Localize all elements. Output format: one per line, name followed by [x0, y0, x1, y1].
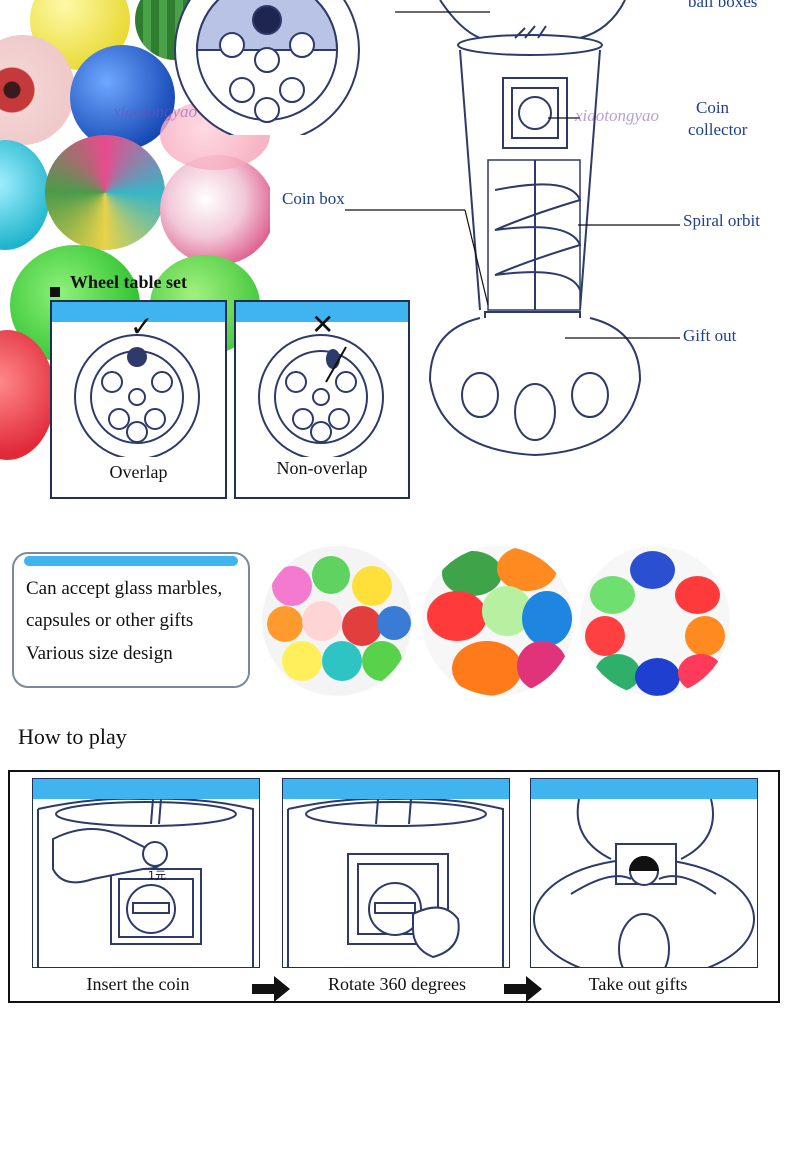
panel-header-bar — [531, 779, 757, 799]
gift-photo-toy-capsules — [580, 546, 730, 696]
check-mark-icon: ✓ — [130, 310, 154, 343]
wheel-overlap-icon — [74, 334, 200, 457]
non-overlap-caption: Non-overlap — [276, 458, 368, 478]
feature-line-1: Can accept glass marbles, — [26, 578, 223, 599]
step-take-out-gifts — [530, 778, 758, 968]
wheel-table-bullet — [50, 287, 60, 297]
label-coin-collector-2: collector — [688, 120, 748, 139]
arrow-right-icon — [252, 976, 290, 1002]
panel-header-bar — [52, 302, 225, 322]
gift-photo-balls — [262, 546, 412, 696]
panel-header-bar — [236, 302, 408, 322]
feature-line-2: capsules or other gifts — [26, 610, 194, 631]
panel-header-bar — [283, 779, 509, 799]
step-rotate-caption: Rotate 360 degrees — [328, 974, 466, 994]
arrow-right-icon — [504, 976, 542, 1002]
insert-coin-illustration — [37, 799, 254, 967]
label-coin-box: Coin box — [282, 189, 345, 208]
ball-marble-pink — [160, 155, 270, 265]
watermark: xiaotongyao — [575, 106, 660, 125]
wheel-diagram-top — [174, 0, 360, 135]
step-take-out-gifts-caption: Take out gifts — [588, 974, 688, 994]
ball-marble-multicolor — [45, 135, 165, 250]
label-ball-boxes: ball boxes — [688, 0, 758, 11]
panel-header-bar — [33, 779, 259, 799]
how-to-play-title: How to play — [18, 724, 127, 749]
wheel-table-title: Wheel table set — [70, 272, 187, 292]
feature-line-3: Various size design — [26, 643, 173, 664]
coin-label: 1元 — [148, 869, 166, 882]
wheel-option-non-overlap: ✕ Non-overlap — [234, 300, 410, 499]
ball-cyan — [0, 140, 50, 250]
wheel-non-overlap-icon — [258, 334, 384, 457]
rotate-illustration — [287, 799, 504, 967]
label-spiral-orbit: Spiral orbit — [683, 211, 760, 230]
label-gift-out: Gift out — [683, 326, 737, 345]
cross-mark-icon: ✕ — [311, 308, 335, 341]
leader-lines — [345, 11, 680, 339]
watermark: xiaotongyao — [113, 102, 198, 121]
overlap-caption: Overlap — [109, 462, 168, 482]
gift-photo-capsules — [422, 546, 574, 696]
how-to-play-frame — [8, 770, 780, 1003]
label-coin-collector-1: Coin — [696, 98, 730, 117]
wheel-option-overlap: ✓ Overlap — [50, 300, 227, 499]
machine-diagram — [428, 0, 642, 457]
step-rotate — [282, 778, 510, 968]
features-box-accent — [24, 556, 238, 566]
step-insert-coin: 1元 — [32, 778, 260, 968]
ball-blue — [70, 45, 175, 150]
step-insert-coin-caption: Insert the coin — [86, 974, 190, 994]
features-box — [12, 552, 250, 688]
take-out-illustration — [533, 799, 755, 967]
